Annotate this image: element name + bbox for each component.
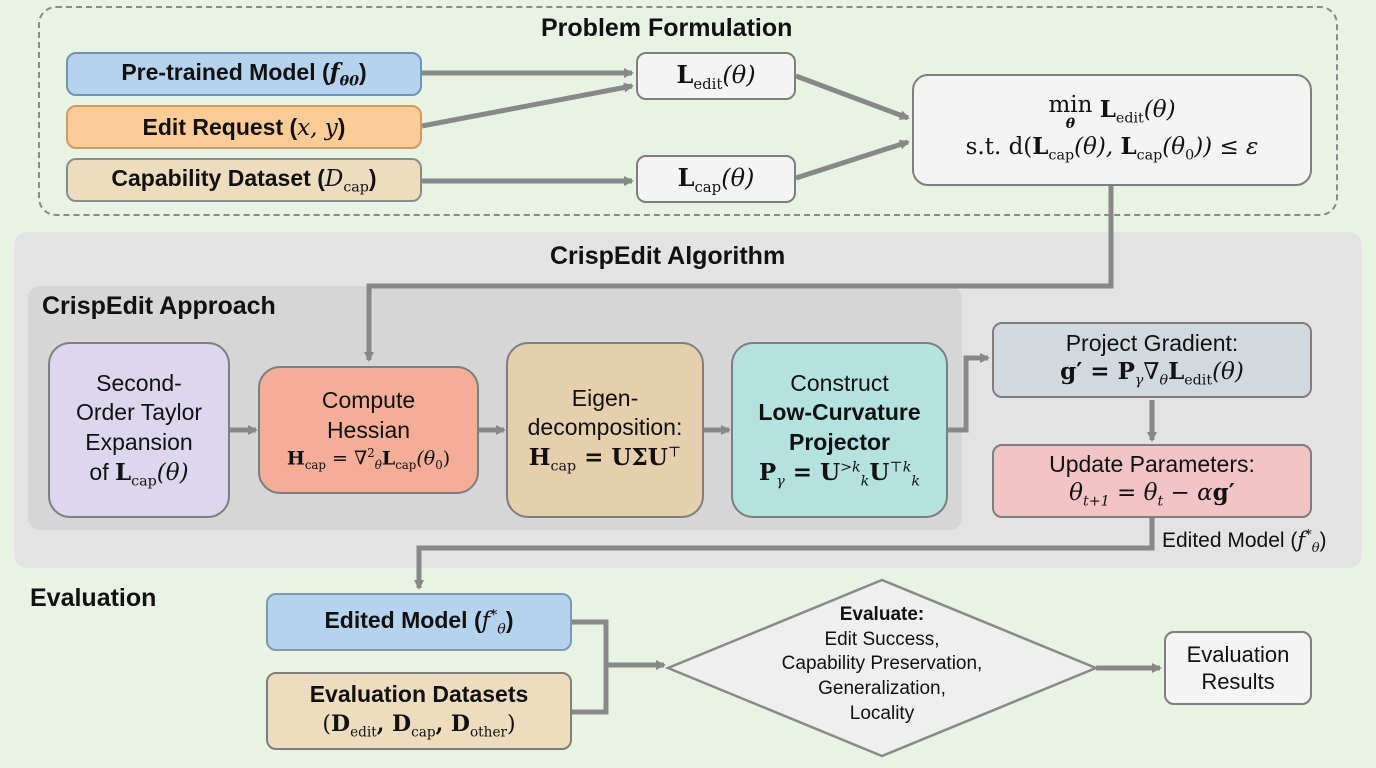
arrow-objective-to-hessian	[364, 186, 1114, 362]
arrow-projector-to-gradient	[948, 353, 990, 433]
edited-model-box: Edited Model (f*θ)	[266, 593, 572, 651]
evaluate-decision-diamond	[664, 578, 1100, 758]
problem-formulation-title: Problem Formulation	[541, 14, 793, 42]
problem-formulation-frame	[38, 6, 1338, 216]
project-gradient-node: Project Gradient: g′ = Pγ∇θLedit(θ)	[992, 322, 1312, 398]
approach-title: CrispEdit Approach	[42, 292, 276, 320]
low-curvature-projector-node: Construct Low-Curvature Projector Pγ = U…	[731, 342, 948, 518]
objective-line-constraint: s.t. d(Lcap(θ), Lcap(θ0)) ≤ ε	[965, 132, 1259, 164]
compute-hessian-node: Compute Hessian Hcap = ∇2θLcap(θ0)	[258, 366, 479, 494]
algorithm-title: CrispEdit Algorithm	[550, 242, 786, 270]
arrow-ledit-to-objective	[795, 73, 910, 121]
arrow-edited-model-merge	[572, 619, 609, 665]
arrow-datasets-merge	[572, 665, 609, 715]
loss-edit-box: Ledit(θ)	[636, 52, 796, 100]
arrow-update-to-evaluation	[414, 518, 1155, 590]
edit-request-box: Edit Request (x, y)	[66, 105, 422, 149]
arrow-request-to-ledit	[421, 82, 634, 129]
capability-dataset-box: Capability Dataset (Dcap)	[66, 158, 422, 202]
eigendecomposition-node: Eigen- decomposition: Hcap = UΣU⊤	[506, 342, 704, 518]
loss-cap-box: Lcap(θ)	[636, 155, 796, 203]
update-parameters-node: Update Parameters: θt+1 = θt − αg′	[992, 444, 1312, 518]
evaluation-title: Evaluation	[30, 584, 157, 612]
evaluate-decision-text: Evaluate: Edit Success, Capability Prese…	[781, 604, 983, 724]
evaluation-results-box: Evaluation Results	[1164, 631, 1312, 705]
arrow-lcap-to-objective	[795, 139, 910, 181]
taylor-expansion-node: Second- Order Taylor Expansion of Lcap(θ…	[48, 342, 230, 518]
edited-model-output-label: Edited Model (f*θ)	[1162, 528, 1327, 557]
pretrained-model-box: Pre-trained Model (fθ0)	[66, 52, 422, 96]
evaluation-datasets-box: Evaluation Datasets (Dedit, Dcap, Dother…	[266, 672, 572, 750]
